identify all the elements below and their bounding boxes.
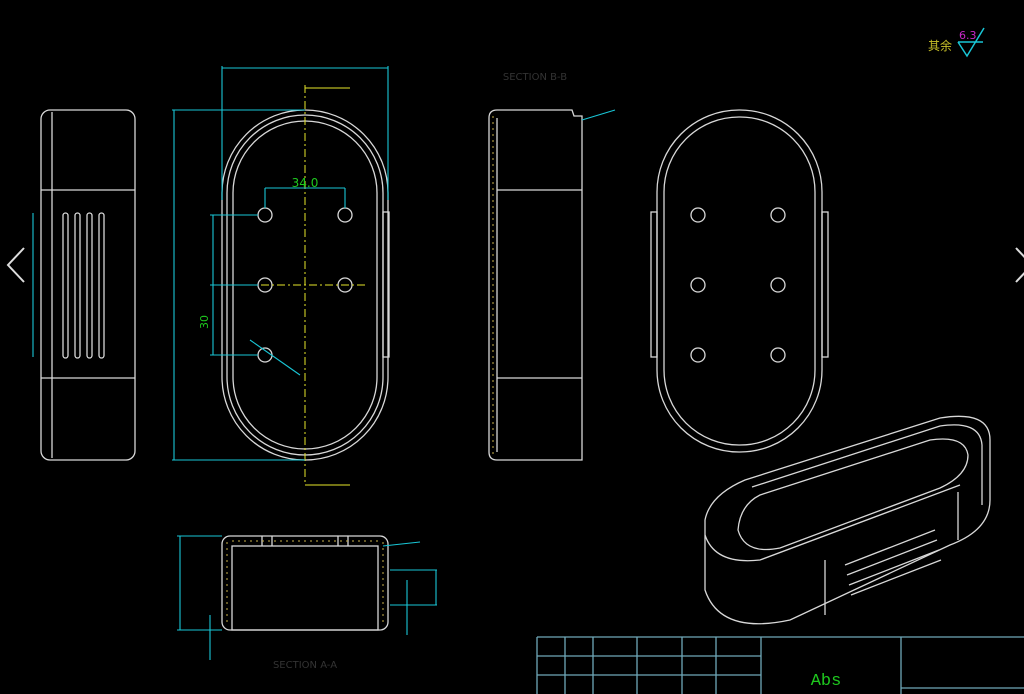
section-bb-view [488, 109, 583, 461]
previous-image-button[interactable] [0, 240, 30, 290]
section-bb-label: SECTION B-B [503, 72, 567, 83]
material-label: Abs [811, 672, 842, 691]
roughness-value: 6.3 [959, 29, 977, 42]
section-aa-view [221, 535, 389, 631]
top-view [650, 109, 829, 453]
side-view [40, 109, 136, 461]
chevron-left-icon [6, 247, 25, 283]
isometric-view [704, 415, 991, 625]
next-image-button[interactable] [1010, 240, 1024, 290]
dimension-lines [32, 66, 616, 660]
dim-hole-spacing: 34.0 [292, 176, 319, 190]
centerlines [245, 85, 365, 486]
dim-vertical: 30 [198, 315, 211, 329]
section-aa-label: SECTION A-A [273, 660, 337, 671]
roughness-symbol: 其余 6.3 [928, 27, 985, 58]
chevron-right-icon [1015, 247, 1024, 283]
title-block [536, 636, 1024, 694]
roughness-label: 其余 [928, 38, 952, 53]
